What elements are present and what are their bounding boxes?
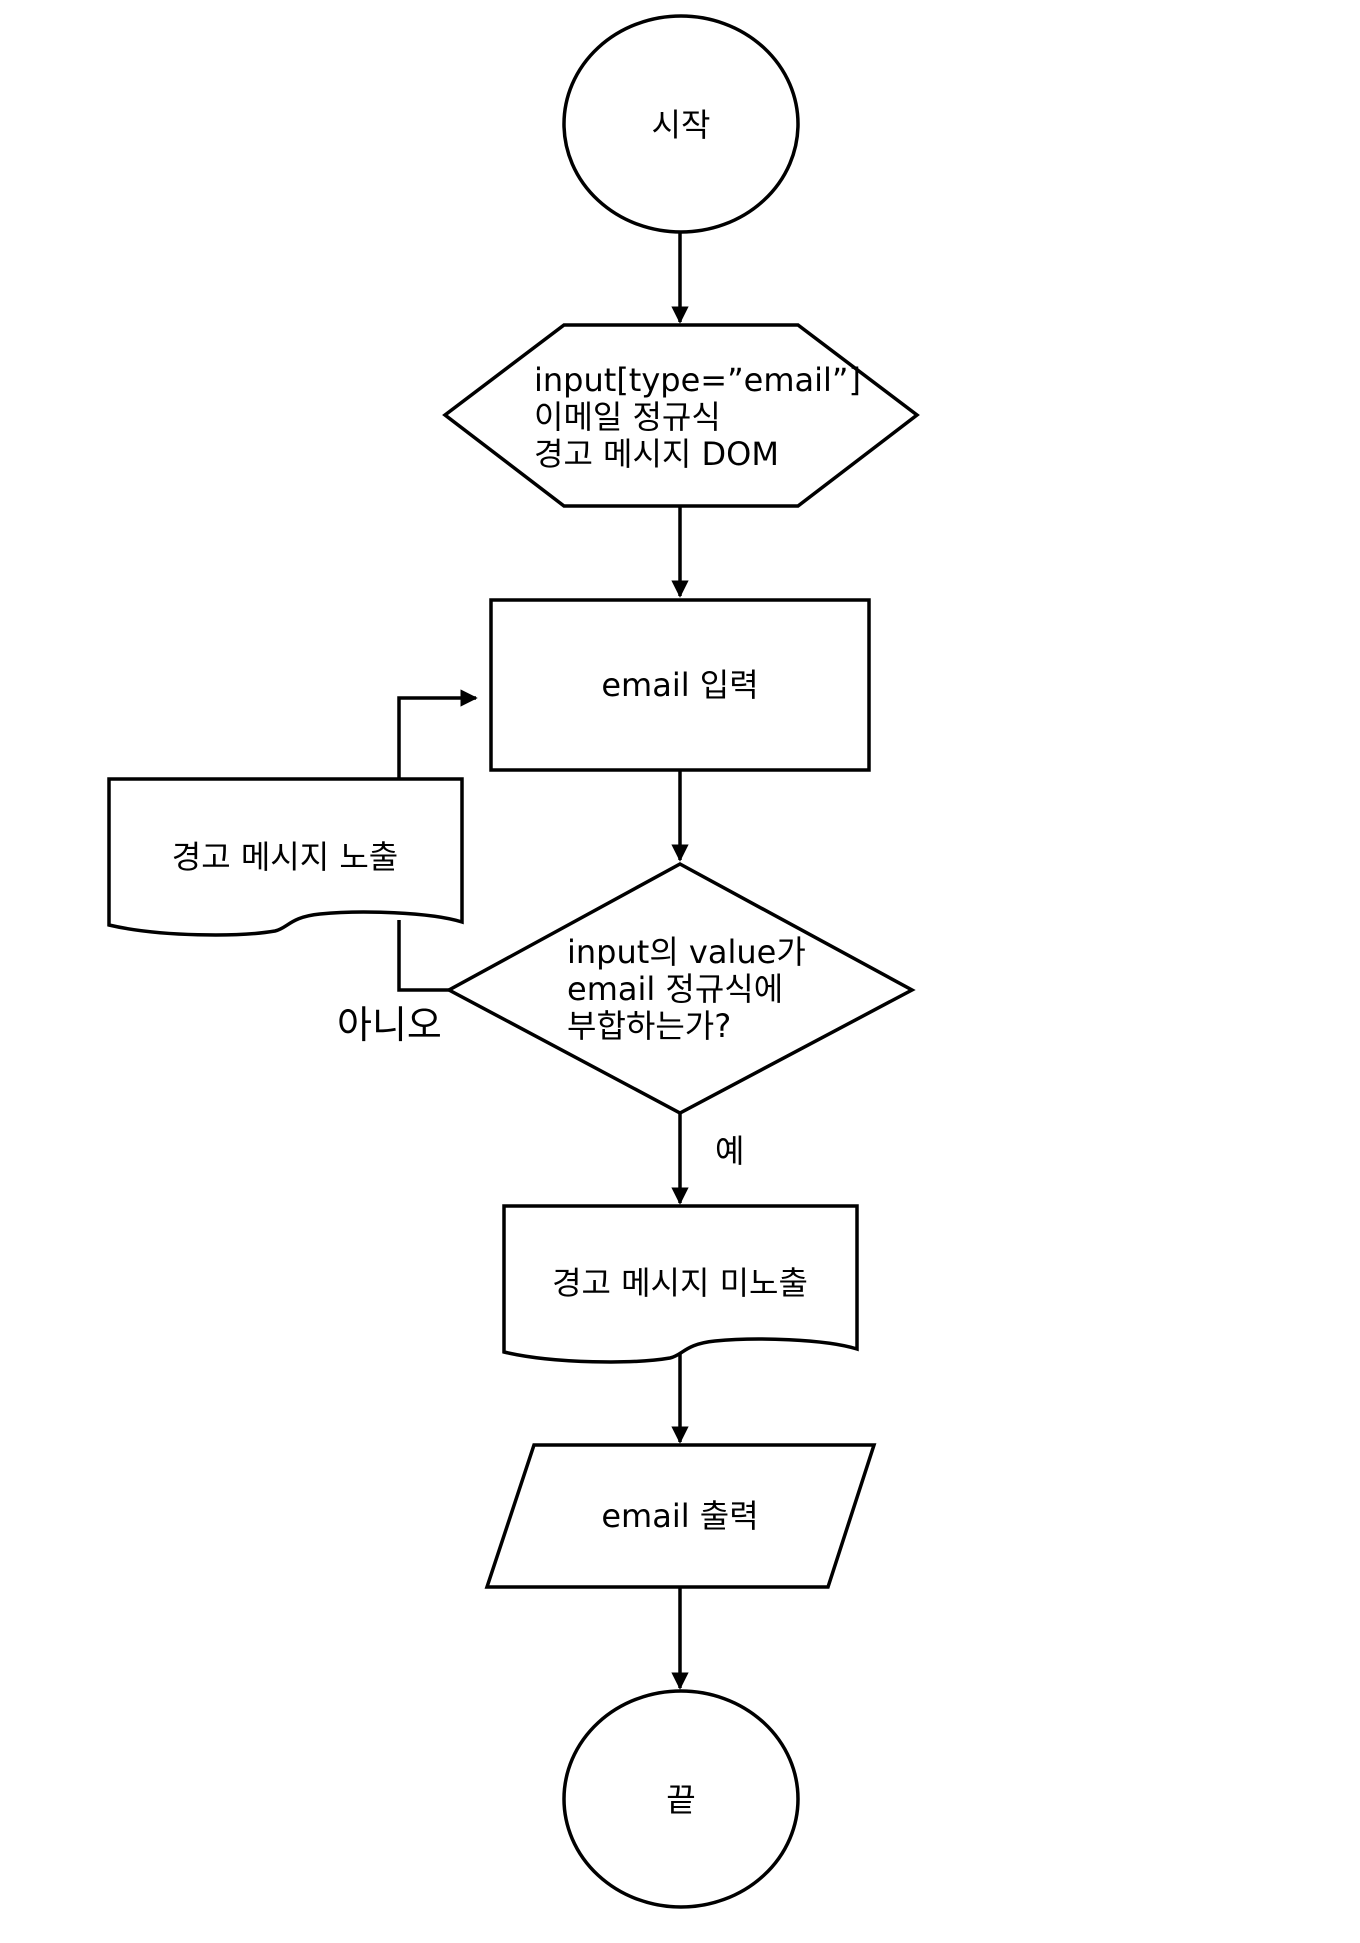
init-line-3: 경고 메시지 DOM [534,435,779,473]
email-output-node: email 출력 [484,1443,877,1589]
decision-node: input의 value가 email 정규식에 부합하는가? [445,862,916,1115]
init-node: input[type=”email”] 이메일 정규식 경고 메시지 DOM [442,323,920,508]
end-label: 끝 [666,1781,695,1819]
start-node: 시작 [562,14,800,234]
warning-show-label: 경고 메시지 노출 [172,838,398,876]
start-label: 시작 [652,106,711,144]
edge-warning-loop-to-input [397,689,478,782]
email-input-label: email 입력 [601,666,758,704]
no-branch-label: 아니오 [337,1003,442,1047]
email-output-label: email 출력 [601,1497,758,1535]
warning-hide-label: 경고 메시지 미노출 [552,1264,808,1302]
email-input-node: email 입력 [489,598,871,772]
decision-line-3: 부합하는가? [567,1007,731,1045]
warning-hide-node: 경고 메시지 미노출 [502,1204,859,1364]
yes-branch-label: 예 [715,1132,744,1170]
init-line-2: 이메일 정규식 [534,398,721,436]
edge-decision-no-to-warning [397,920,449,992]
decision-line-1: input의 value가 [567,933,806,971]
init-line-1: input[type=”email”] [534,361,861,399]
connectors [397,232,689,1690]
warning-show-node: 경고 메시지 노출 [107,777,464,937]
decision-line-2: email 정규식에 [567,970,783,1008]
end-node: 끝 [562,1689,800,1909]
